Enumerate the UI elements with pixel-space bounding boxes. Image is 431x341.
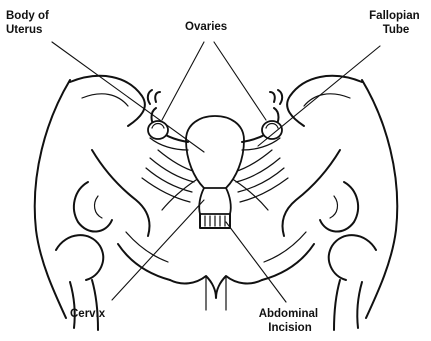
label-ovaries: Ovaries <box>185 21 227 33</box>
reproductive-organs <box>142 90 288 228</box>
uterus-body <box>186 116 244 191</box>
label-abdominal-incision: Abdominal Incision <box>259 308 322 334</box>
cervix-shape <box>199 188 231 214</box>
leader-ovaries-right <box>214 42 266 120</box>
leader-body-of-uterus <box>52 42 204 152</box>
leader-ovaries-left <box>162 42 204 120</box>
leader-cervix <box>112 200 204 300</box>
label-fallopian-tube: Fallopian Tube <box>369 10 423 36</box>
label-body-of-uterus: Body of Uterus <box>6 10 52 36</box>
leader-abdominal-incision <box>226 222 286 302</box>
leader-fallopian-tube <box>258 46 380 146</box>
label-cervix: Cervix <box>70 308 106 320</box>
